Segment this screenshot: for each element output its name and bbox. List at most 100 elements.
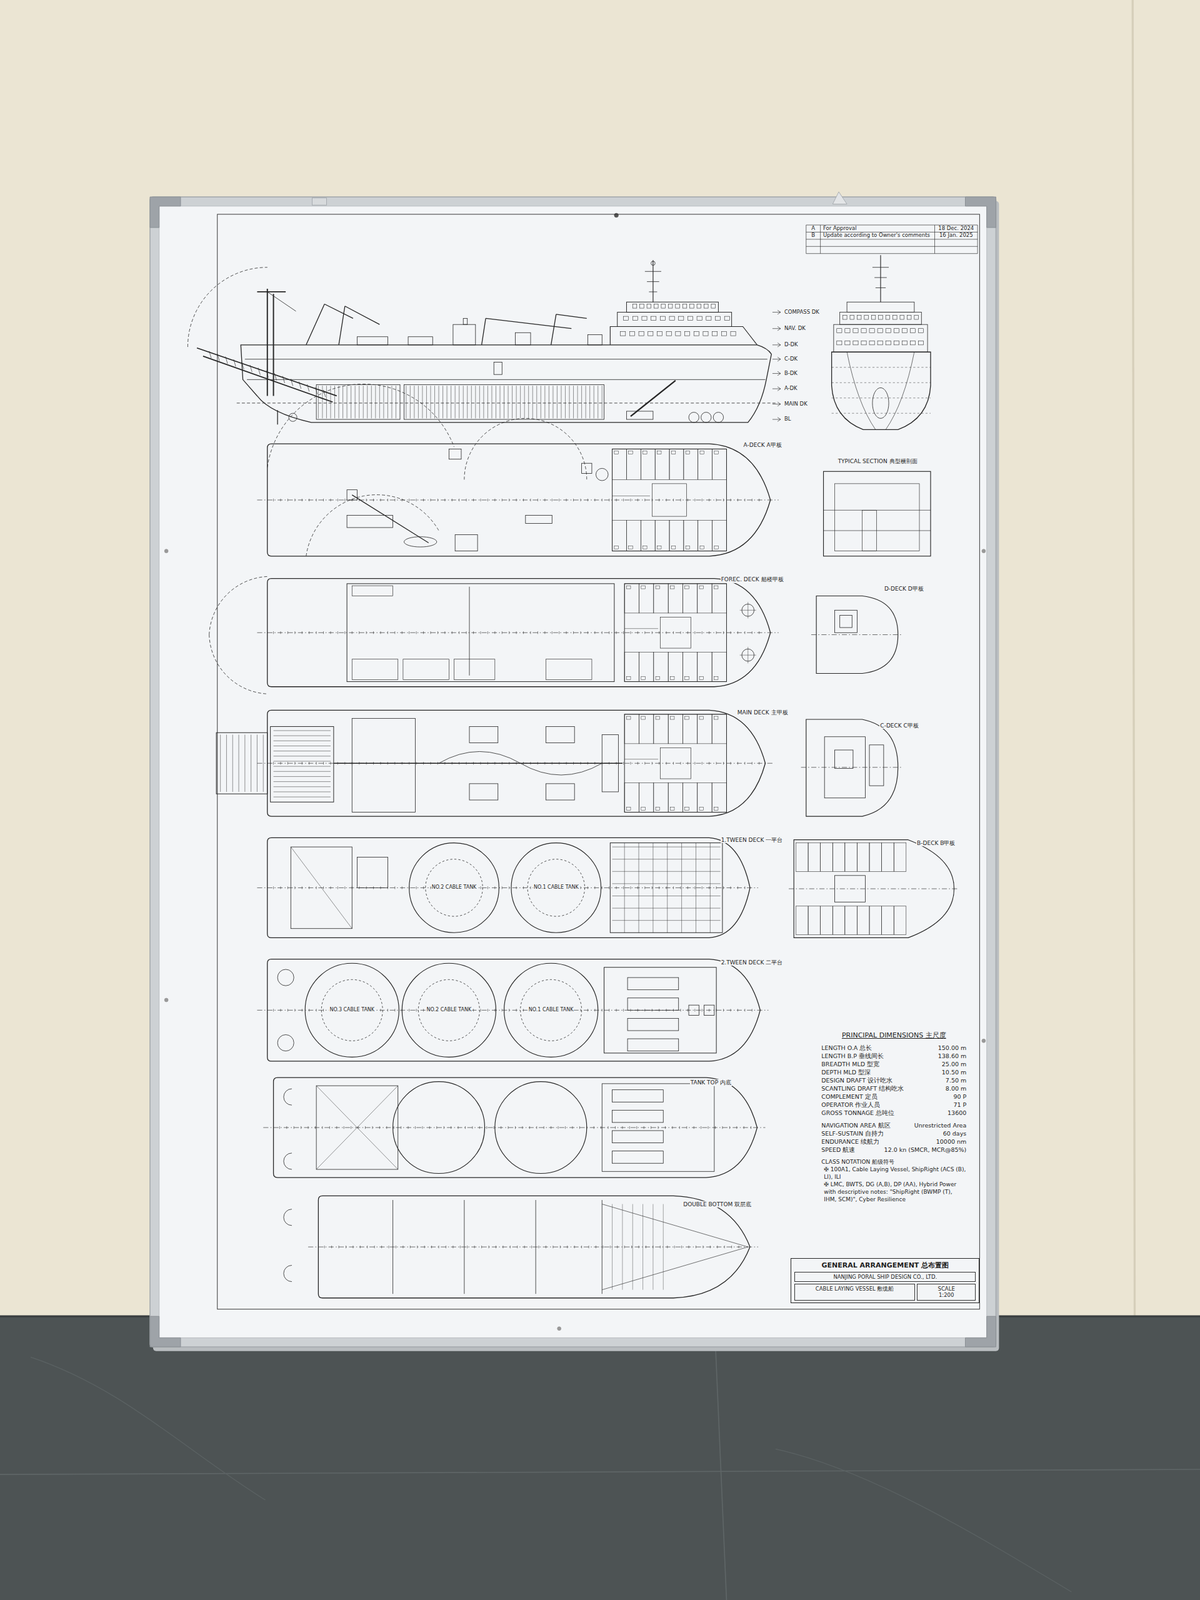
a-frame [267, 291, 297, 312]
window [906, 315, 912, 320]
frame-tick [387, 1008, 389, 1012]
deck-equipment [448, 448, 462, 459]
frame-tick [515, 1126, 516, 1129]
floor [0, 1316, 1200, 1600]
frame-tick [700, 1126, 702, 1129]
level-mark: A-DK [783, 385, 799, 392]
window [861, 340, 867, 345]
frame-tick [308, 761, 310, 765]
frame-tick [458, 498, 460, 502]
tank-bulkhead [463, 1200, 465, 1294]
tank-hatching [430, 385, 431, 419]
window [682, 304, 687, 309]
cabin-fitting [626, 676, 631, 680]
frame-tick [330, 761, 331, 765]
window [856, 315, 862, 320]
frame-tick [480, 886, 481, 889]
cabin [820, 906, 834, 935]
frame-tick [680, 761, 681, 765]
cabin [626, 448, 641, 480]
frame-tick [280, 761, 281, 765]
cabin [655, 448, 670, 480]
stern-roller-deck [216, 732, 268, 794]
frame-tick [744, 631, 745, 634]
frame-tick [394, 1008, 395, 1012]
frame-tick [658, 498, 660, 502]
dimension-value: Unrestricted Area [914, 1121, 967, 1130]
tank-hatching [487, 385, 489, 419]
tank-hatching [446, 385, 448, 419]
mast [875, 287, 886, 289]
body-plan [831, 351, 931, 430]
tank-core [418, 979, 480, 1041]
cabin-grid [638, 843, 640, 934]
frame-tick [500, 1126, 502, 1129]
tank-core [520, 979, 582, 1041]
frame-tick [580, 1008, 581, 1012]
dimension-value: 138.60 m [938, 1051, 967, 1060]
title-block-cell: SCALE1:200 [916, 1283, 976, 1300]
level-arrow [777, 386, 781, 392]
title-block-text: 1:200 [920, 1291, 973, 1299]
frame-tick [688, 1245, 690, 1249]
screw [557, 1326, 562, 1331]
cabin-grid [666, 843, 668, 934]
frame-tick [594, 498, 595, 502]
level-arrow [777, 356, 781, 362]
frame-tick [566, 498, 567, 502]
frame-tick [531, 1245, 532, 1249]
dimension-value: 25.00 m [941, 1060, 967, 1069]
level-leader [772, 358, 781, 360]
window [836, 328, 842, 334]
tensioner-hatch [273, 796, 331, 798]
window [845, 340, 850, 345]
level-leader [772, 328, 781, 329]
window [853, 340, 859, 345]
frame-tick [508, 1008, 510, 1012]
window [641, 316, 647, 321]
view-title: B-DECK B甲板 [916, 839, 956, 846]
frame-tick [658, 631, 660, 634]
revision-table-rule [805, 225, 807, 254]
cabin-grid [612, 920, 721, 921]
dimension-value: 7.50 m [945, 1076, 967, 1085]
tank-hatching [483, 385, 484, 419]
frame-tick [708, 886, 710, 889]
mast [645, 271, 662, 272]
frame-tick [308, 886, 310, 889]
cable-tank [305, 963, 399, 1057]
frame-tick [723, 631, 724, 634]
cabin-grid [624, 843, 625, 934]
cabin-fitting [655, 716, 660, 720]
cabin-fitting [671, 545, 676, 549]
tank-hatching [342, 385, 344, 419]
frame-tick [751, 498, 753, 502]
tank-hatching [350, 385, 352, 419]
window [632, 304, 637, 309]
deck-equipment [346, 515, 393, 528]
dimension-value: 10000 nm [936, 1137, 967, 1146]
frame-tick [658, 761, 660, 765]
deck-equipment [455, 535, 478, 552]
tank-hatching [366, 385, 368, 419]
tank-hatching [589, 385, 590, 419]
generator [612, 1130, 664, 1144]
class-notation: ✠ 100A1, Cable Laying Vessel, ShipRight … [821, 1165, 967, 1181]
frame-tick [480, 1008, 481, 1012]
revision-table-rule [806, 238, 978, 240]
store-room [454, 659, 495, 680]
frame-tick [423, 631, 424, 634]
frame-tick [695, 1245, 697, 1249]
window [918, 328, 924, 334]
dimension-value: 10.50 m [941, 1068, 967, 1077]
cabin [682, 652, 697, 682]
dimension-value: 71 P [953, 1100, 967, 1109]
tank-hatching [552, 385, 554, 419]
frame-tick [608, 1008, 610, 1012]
frame-tick [702, 1245, 704, 1249]
tank-hatching [387, 385, 389, 419]
tensioner-hatch [273, 791, 331, 792]
window [675, 331, 681, 337]
cabin-fitting [671, 451, 676, 455]
